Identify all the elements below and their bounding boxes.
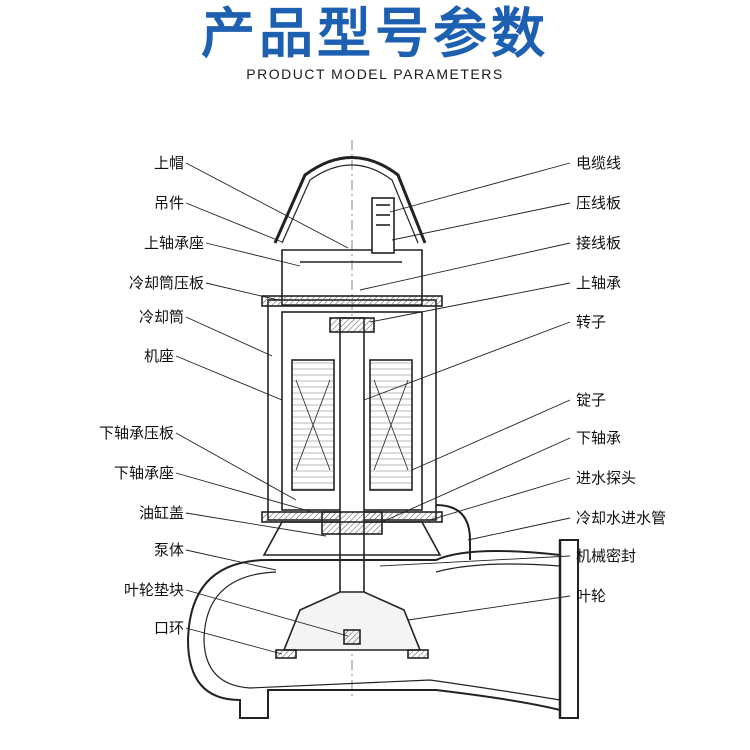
label-cooling-jacket-plate: 冷却筒压板 — [128, 274, 204, 292]
volute-casing — [186, 539, 579, 719]
label-cable-clamp: 压线板 — [576, 194, 622, 212]
label-stator: 锭子 — [576, 391, 607, 409]
label-motor-base: 机座 — [143, 347, 174, 365]
wear-ring-right — [407, 649, 429, 659]
label-impeller: 叶轮 — [576, 587, 607, 605]
page-subtitle: PRODUCT MODEL PARAMETERS — [246, 66, 504, 82]
rotor-shaft — [339, 317, 365, 639]
label-rotor: 转子 — [576, 313, 607, 331]
impeller-nut — [343, 629, 361, 645]
label-cooling-jacket: 冷却筒 — [138, 308, 184, 326]
label-cooling-water-inlet: 冷却水进水管 — [576, 509, 667, 527]
label-mechanical-seal: 机械密封 — [576, 547, 637, 565]
label-lower-bearing-plate: 下轴承压板 — [98, 424, 174, 442]
label-oil-chamber-cover: 油缸盖 — [138, 504, 184, 522]
stator-right — [369, 359, 413, 491]
label-lower-bearing: 下轴承 — [576, 429, 622, 447]
upper-bearing — [329, 317, 375, 333]
label-water-probe: 进水探头 — [576, 469, 637, 487]
page-title: 产品型号参数 — [201, 2, 549, 65]
lower-bearing — [321, 511, 383, 535]
label-hanger: 吊件 — [153, 194, 184, 212]
label-upper-bearing: 上轴承 — [576, 274, 622, 292]
lifting-handle — [273, 156, 427, 244]
oil-chamber — [262, 521, 442, 556]
label-upper-bearing-seat: 上轴承座 — [143, 234, 204, 252]
label-impeller-pad: 叶轮垫块 — [123, 581, 184, 599]
label-wear-ring: 口环 — [153, 619, 184, 637]
label-lower-bearing-seat: 下轴承座 — [113, 464, 174, 482]
label-pump-body: 泵体 — [153, 541, 184, 559]
label-cable: 电缆线 — [576, 154, 622, 172]
label-top-cap: 上帽 — [153, 154, 184, 172]
label-terminal-board: 接线板 — [576, 234, 622, 252]
wear-ring-left — [275, 649, 297, 659]
